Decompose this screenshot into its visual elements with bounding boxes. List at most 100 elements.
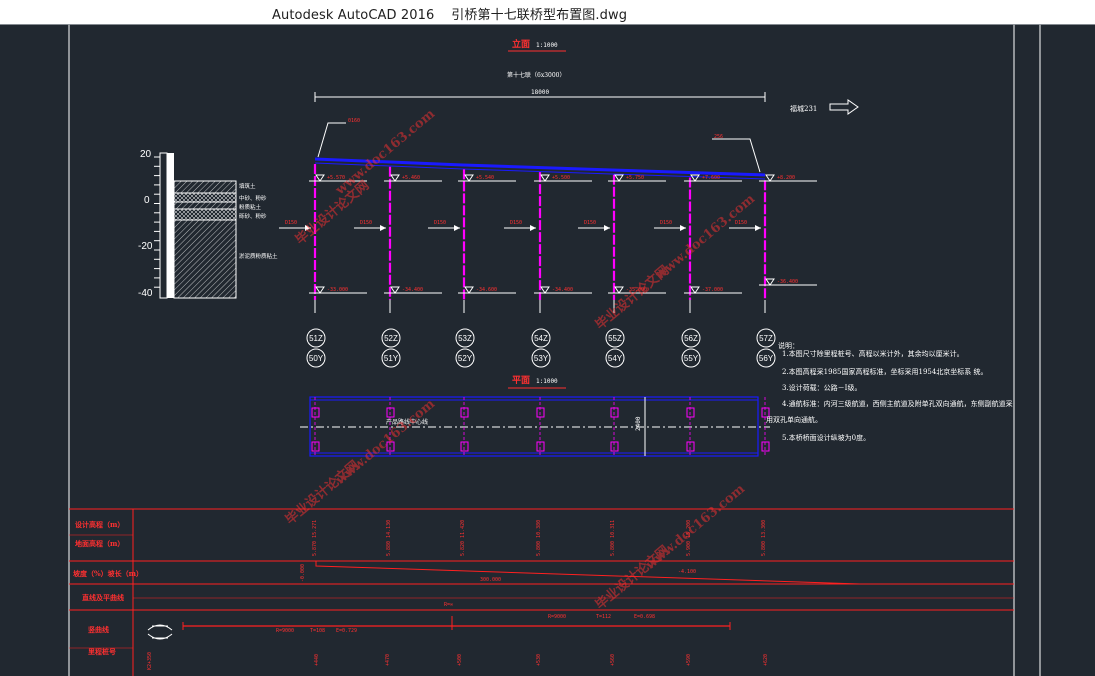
elevation-triangle-icon: [765, 278, 775, 286]
pier-bottom-label: 54Y: [608, 354, 623, 363]
plan-pier-box: [536, 407, 545, 418]
note-item: 用双孔单向通航。: [766, 415, 822, 424]
top-elevation: +5.540: [476, 175, 494, 181]
note-item: 4.通航标准：内河三级航道，西侧主航道及附单孔双向通航，东侧副航道采: [782, 399, 1013, 408]
elevation-triangle-icon: [614, 174, 624, 182]
vcurve-value: T=112: [596, 614, 611, 620]
soil-label: 填筑土: [239, 182, 256, 190]
bottom-elevation: -35.000: [626, 287, 647, 293]
soil-column: [173, 180, 237, 299]
station-value: 5.870 15.271: [312, 520, 318, 556]
plan-pier-box: [311, 407, 320, 418]
bottom-elevation: -34.600: [476, 287, 497, 293]
pier-bottom-circle: [531, 348, 551, 368]
row-label: 设计高程（m）: [75, 520, 124, 529]
note-item: 2.本图高程采1985国家高程标准，坐标采用1954北京坐标系 统。: [782, 367, 988, 376]
total-length-label: 18000: [531, 89, 549, 96]
bottom-elevation: -36.400: [777, 279, 798, 285]
pier-top-circle: [756, 328, 776, 348]
plan-pier-box: [311, 441, 320, 452]
vcurve-value: E=0.698: [634, 614, 655, 620]
pile-label: D150: [510, 220, 522, 226]
profile-table: [69, 508, 1014, 676]
elevation-title: 立面 1:1000 第十七联（6x3000）: [507, 38, 566, 79]
bottom-elevation: -37.000: [702, 287, 723, 293]
pier-top-label: 55Z: [608, 334, 622, 343]
elevation-triangle-icon: [540, 286, 550, 294]
profile-row-labels: 设计高程（m） 地面高程（m） 坡度（%）坡长（m） 直线及平曲线 竖曲线 里程…: [73, 520, 143, 656]
row-label: 竖曲线: [88, 625, 109, 634]
pier-top-label: 57Z: [759, 334, 773, 343]
row-label: 里程桩号: [88, 647, 116, 656]
arrow-icon: [530, 225, 536, 231]
vcurve-value: R=9000: [548, 614, 566, 620]
window-titlebar: Autodesk AutoCAD 2016 引桥第十七联桥型布置图.dwg: [0, 0, 1095, 25]
soil-label: 中砂、粉砂: [239, 194, 267, 202]
scale-tick-20: 20: [140, 149, 152, 160]
chainage-value: +590: [686, 654, 692, 666]
elevation-title-text: 立面: [512, 38, 530, 50]
elevation-scale-bar: 20 0 -20 -40: [138, 149, 174, 299]
top-elevation: +8.200: [777, 175, 795, 181]
plan-pier-box: [761, 407, 770, 418]
pile-label: D150: [660, 220, 672, 226]
direction-label: 福城231: [790, 104, 817, 113]
drawing-frame: [0, 24, 1095, 676]
soil-label: 淤泥质粉质粘土: [239, 252, 278, 260]
pier-top-circle: [531, 328, 551, 348]
direction-arrow-icon: [829, 99, 859, 115]
plan-pier-box: [761, 441, 770, 452]
station-value: 5.880 14.130: [386, 520, 392, 556]
elevation-triangle-icon: [765, 174, 775, 182]
elevation-triangle-icon: [464, 174, 474, 182]
span-title: 第十七联（6x3000）: [507, 71, 565, 79]
soil-label: 砾砂、粉砂: [239, 212, 267, 220]
pier-top-circle: [605, 328, 625, 348]
scale-tick-minus20: -20: [138, 241, 153, 252]
design-notes: 说明： 1.本图尺寸除里程桩号、高程以米计外，其余均以厘米计。 2.本图高程采1…: [766, 341, 1013, 442]
pier-bottom-circle: [681, 348, 701, 368]
plan-pier-box: [686, 407, 695, 418]
pier-top-label: 56Z: [684, 334, 698, 343]
bottom-elevation: -33.000: [327, 287, 348, 293]
station-value: 5.800 10.380: [536, 520, 542, 556]
chainage-value: K2+350: [147, 652, 153, 670]
grade-value: -4.100: [678, 569, 696, 575]
soil-label: 粉质粘土: [239, 203, 262, 211]
pier-bottom-label: 52Y: [458, 354, 473, 363]
pier-bottom-label: 55Y: [684, 354, 699, 363]
note-item: 5.本桥桥面设计纵坡为0度。: [782, 433, 870, 442]
total-length-dimension: 18000 福城231: [314, 89, 859, 115]
pier-bottom-label: 53Y: [534, 354, 549, 363]
piers-group: +5.570D150-33.00051Z50Y+5.460D150-34.400…: [279, 164, 817, 368]
elevation-triangle-icon: [390, 174, 400, 182]
scale-tick-minus40: -40: [138, 288, 153, 299]
pier-bottom-circle: [756, 348, 776, 368]
left-tag: 0160: [348, 118, 360, 124]
pier-top-circle: [681, 328, 701, 348]
drawing-canvas[interactable]: 立面 1:1000 第十七联（6x3000） 18000 福城231 0160 …: [0, 24, 1095, 676]
centerline-label: 产品路线中心线: [386, 418, 428, 426]
plan-width: 2400: [635, 416, 642, 431]
end-callouts: 0160 256: [317, 118, 761, 173]
arrow-icon: [604, 225, 610, 231]
soil-labels: 填筑土 中砂、粉砂 粉质粘土 砾砂、粉砂 淤泥质粉质粘土: [239, 182, 278, 260]
top-elevation: +5.750: [626, 175, 644, 181]
station-value: 5.800 10.311: [610, 520, 616, 556]
row-label: 坡度（%）坡长（m）: [73, 569, 143, 578]
vcurve-value: T=108: [310, 628, 325, 634]
drawing-svg[interactable]: 立面 1:1000 第十七联（6x3000） 18000 福城231 0160 …: [0, 24, 1095, 676]
pile-label: D150: [285, 220, 297, 226]
watermark-cn: 毕业设计论文网: [292, 177, 372, 248]
notes-heading: 说明：: [778, 341, 799, 350]
pier-top-label: 52Z: [384, 334, 398, 343]
plan-pier-box: [536, 441, 545, 452]
chainage-value: +560: [610, 654, 616, 666]
watermark-url: www.doc163.com: [652, 191, 758, 283]
elevation-triangle-icon: [540, 174, 550, 182]
row-label: 直线及平曲线: [82, 593, 124, 602]
pier-bottom-circle: [381, 348, 401, 368]
chainage-value: +620: [763, 654, 769, 666]
plan-pier-box: [460, 441, 469, 452]
arrow-icon: [755, 225, 761, 231]
